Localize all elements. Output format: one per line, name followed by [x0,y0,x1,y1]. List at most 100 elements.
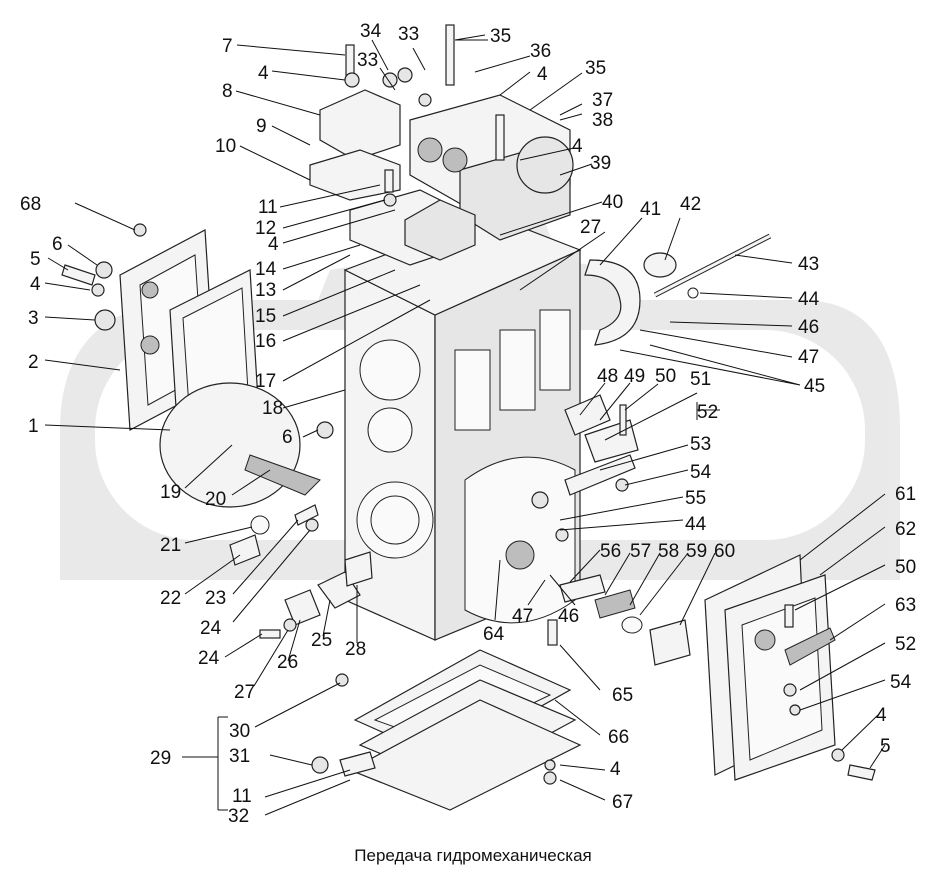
callout-label: 19 [160,482,181,503]
right-cover [704,554,836,781]
callout-label: 38 [592,110,613,131]
callout-label: 46 [798,317,819,338]
callout-label: 27 [234,682,255,703]
callout-label: 6 [282,427,293,448]
fasteners [61,24,876,785]
main-housing [343,214,582,641]
callout-label: 1 [28,416,39,437]
callout-label: 39 [590,153,611,174]
callout-label: 50 [895,557,916,578]
callout-label: 27 [580,217,601,238]
callout-label: 45 [804,376,825,397]
callout-label: 62 [895,519,916,540]
callout-label: 53 [690,434,711,455]
callout-label: 51 [690,369,711,390]
callout-label: 47 [798,347,819,368]
callout-label: 40 [602,192,623,213]
callout-label: 44 [685,514,707,535]
callout-label: 64 [483,624,505,645]
callout-label: 63 [895,595,916,616]
callout-label: 59 [686,541,707,562]
shift-shaft [584,233,772,346]
callout-label: 3 [28,308,39,329]
exploded-assembly-drawing: 1 2 3 4 4 4 4 4 4 4 5 5 6 6 7 8 9 10 11 … [20,21,916,827]
callout-label: 60 [714,541,735,562]
callout-label: 21 [160,535,181,556]
callout-label: 56 [600,541,621,562]
callout-label: 25 [311,630,332,651]
callout-label: 36 [530,41,551,62]
callout-label: 23 [205,588,226,609]
callout-label: 6 [52,234,63,255]
leader-lines [44,34,886,816]
callout-label: 34 [360,21,382,42]
callout-label: 11 [258,197,278,218]
callout-label: 66 [608,727,629,748]
callout-label: 7 [222,36,233,57]
callout-label: 37 [592,90,613,111]
callout-label: 17 [255,371,276,392]
callout-label: 4 [876,705,887,726]
diagram-caption: Передача гидромеханическая [354,846,592,865]
callout-label: 4 [268,234,279,255]
callout-label: 4 [30,274,41,295]
callout-label: 13 [255,280,276,301]
callout-label: 33 [398,24,419,45]
callout-label: 4 [572,136,583,157]
callout-label: 54 [890,672,912,693]
callout-label: 33 [357,50,378,71]
plug-assembly [559,574,691,666]
callout-label: 15 [255,306,276,327]
callout-label: 67 [612,792,633,813]
callout-label: 4 [258,63,269,84]
round-cover [159,382,321,508]
callout-labels: 1 2 3 4 4 4 4 4 4 4 5 5 6 6 7 8 9 10 11 … [20,21,916,827]
callout-label: 43 [798,254,819,275]
callout-label: 52 [697,402,718,423]
callout-label: 5 [30,249,41,270]
callout-label: 10 [215,136,236,157]
callout-label: 46 [558,606,579,627]
callout-label: 48 [597,366,618,387]
callout-label: 20 [205,489,226,510]
callout-label: 41 [640,199,661,220]
callout-label: 61 [895,484,916,505]
callout-label: 31 [229,746,250,767]
callout-label: 47 [512,606,533,627]
callout-label: 11 [232,786,252,807]
callout-label: 50 [655,366,676,387]
callout-label: 68 [20,194,41,215]
callout-label: 24 [198,648,220,669]
callout-label: 32 [228,806,249,827]
callout-label: 54 [690,462,712,483]
callout-label: 29 [150,748,171,769]
callout-label: 49 [624,366,645,387]
callout-label: 57 [630,541,651,562]
callout-label: 58 [658,541,679,562]
callout-label: 8 [222,81,233,102]
callout-label: 2 [28,352,39,373]
callout-label: 55 [685,488,706,509]
callout-label: 16 [255,331,276,352]
callout-label: 18 [262,398,283,419]
callout-label: 24 [200,618,222,639]
callout-label: 42 [680,194,701,215]
callout-label: 9 [256,116,267,137]
callout-label: 14 [255,259,277,280]
callout-label: 35 [490,26,511,47]
callout-label: 35 [585,58,606,79]
small-valve-block [309,89,476,266]
callout-label: 4 [537,64,548,85]
callout-label: 52 [895,634,916,655]
callout-label: 4 [610,759,621,780]
callout-label: 12 [255,218,276,239]
callout-label: 44 [798,289,820,310]
callout-label: 28 [345,639,366,660]
callout-label: 30 [229,721,250,742]
callout-label: 22 [160,588,181,609]
callout-label: 5 [880,736,891,757]
callout-label: 26 [277,652,298,673]
strainer-screen [348,649,582,811]
callout-label: 65 [612,685,633,706]
